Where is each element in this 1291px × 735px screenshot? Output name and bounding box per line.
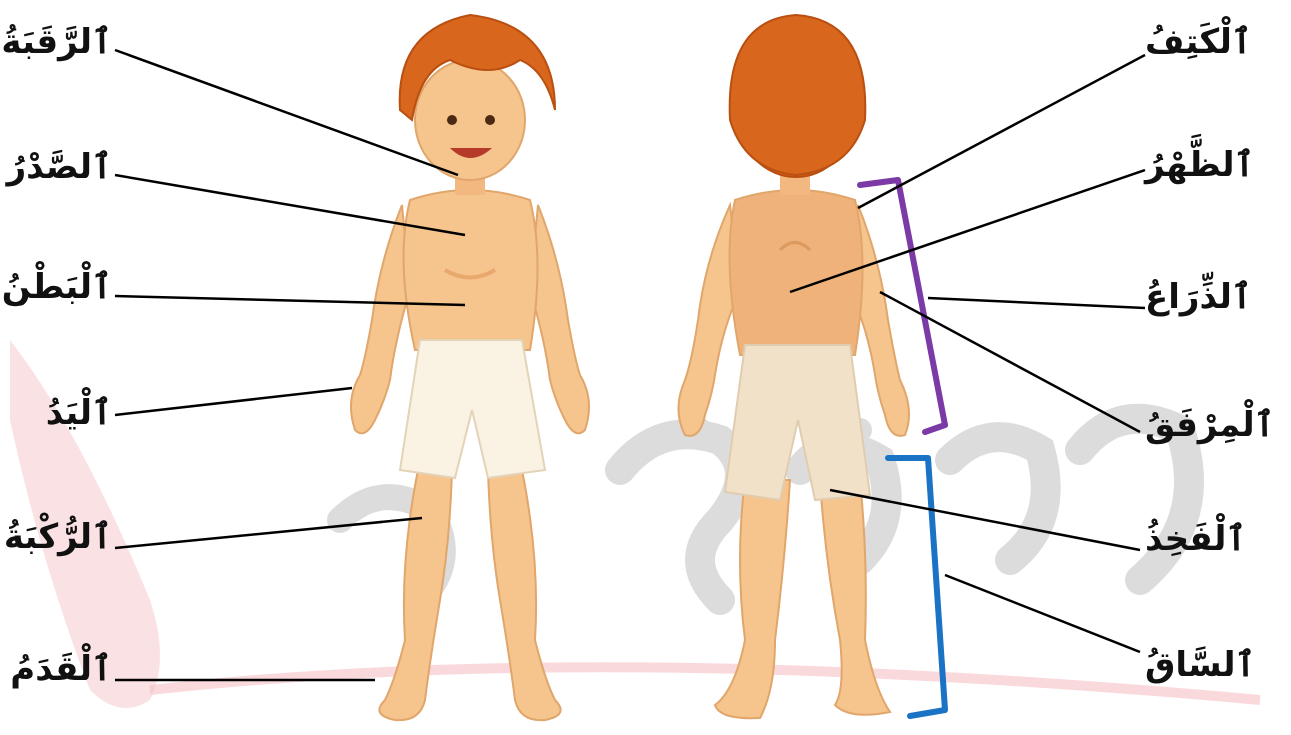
label-chest: ٱلصَّدْرُ (7, 150, 112, 184)
label-back: ٱلظَّهْرُ (1145, 148, 1254, 182)
label-leg: ٱلسَّاقُ (1145, 648, 1255, 682)
front-torso (404, 190, 538, 350)
label-hand: ٱلْيَدُ (46, 396, 112, 430)
label-thigh: ٱلْفَخِذُ (1145, 522, 1246, 556)
leader-leg (945, 575, 1140, 652)
label-knee: ٱلرُّكْبَةُ (4, 520, 112, 554)
front-right-leg (488, 470, 561, 720)
leader-knee (115, 518, 422, 548)
leader-hand (115, 388, 352, 415)
label-elbow: ٱلْمِرْفَقُ (1145, 408, 1275, 442)
front-shorts (400, 340, 545, 478)
leader-arm (928, 298, 1145, 308)
label-foot: ٱلْقَدَمُ (10, 652, 112, 686)
label-neck: ٱلرَّقَبَةُ (1, 25, 112, 59)
label-shoulder: ٱلْكَتِفُ (1145, 25, 1252, 59)
front-right-arm (530, 205, 589, 433)
label-abdomen: ٱلْبَطْنُ (2, 270, 112, 304)
back-torso (730, 190, 863, 355)
back-hair (730, 15, 866, 175)
front-left-arm (351, 205, 410, 433)
boy-front-view (351, 15, 589, 720)
label-arm: ٱلذِّرَاعُ (1145, 280, 1252, 314)
leader-elbow (880, 292, 1140, 432)
